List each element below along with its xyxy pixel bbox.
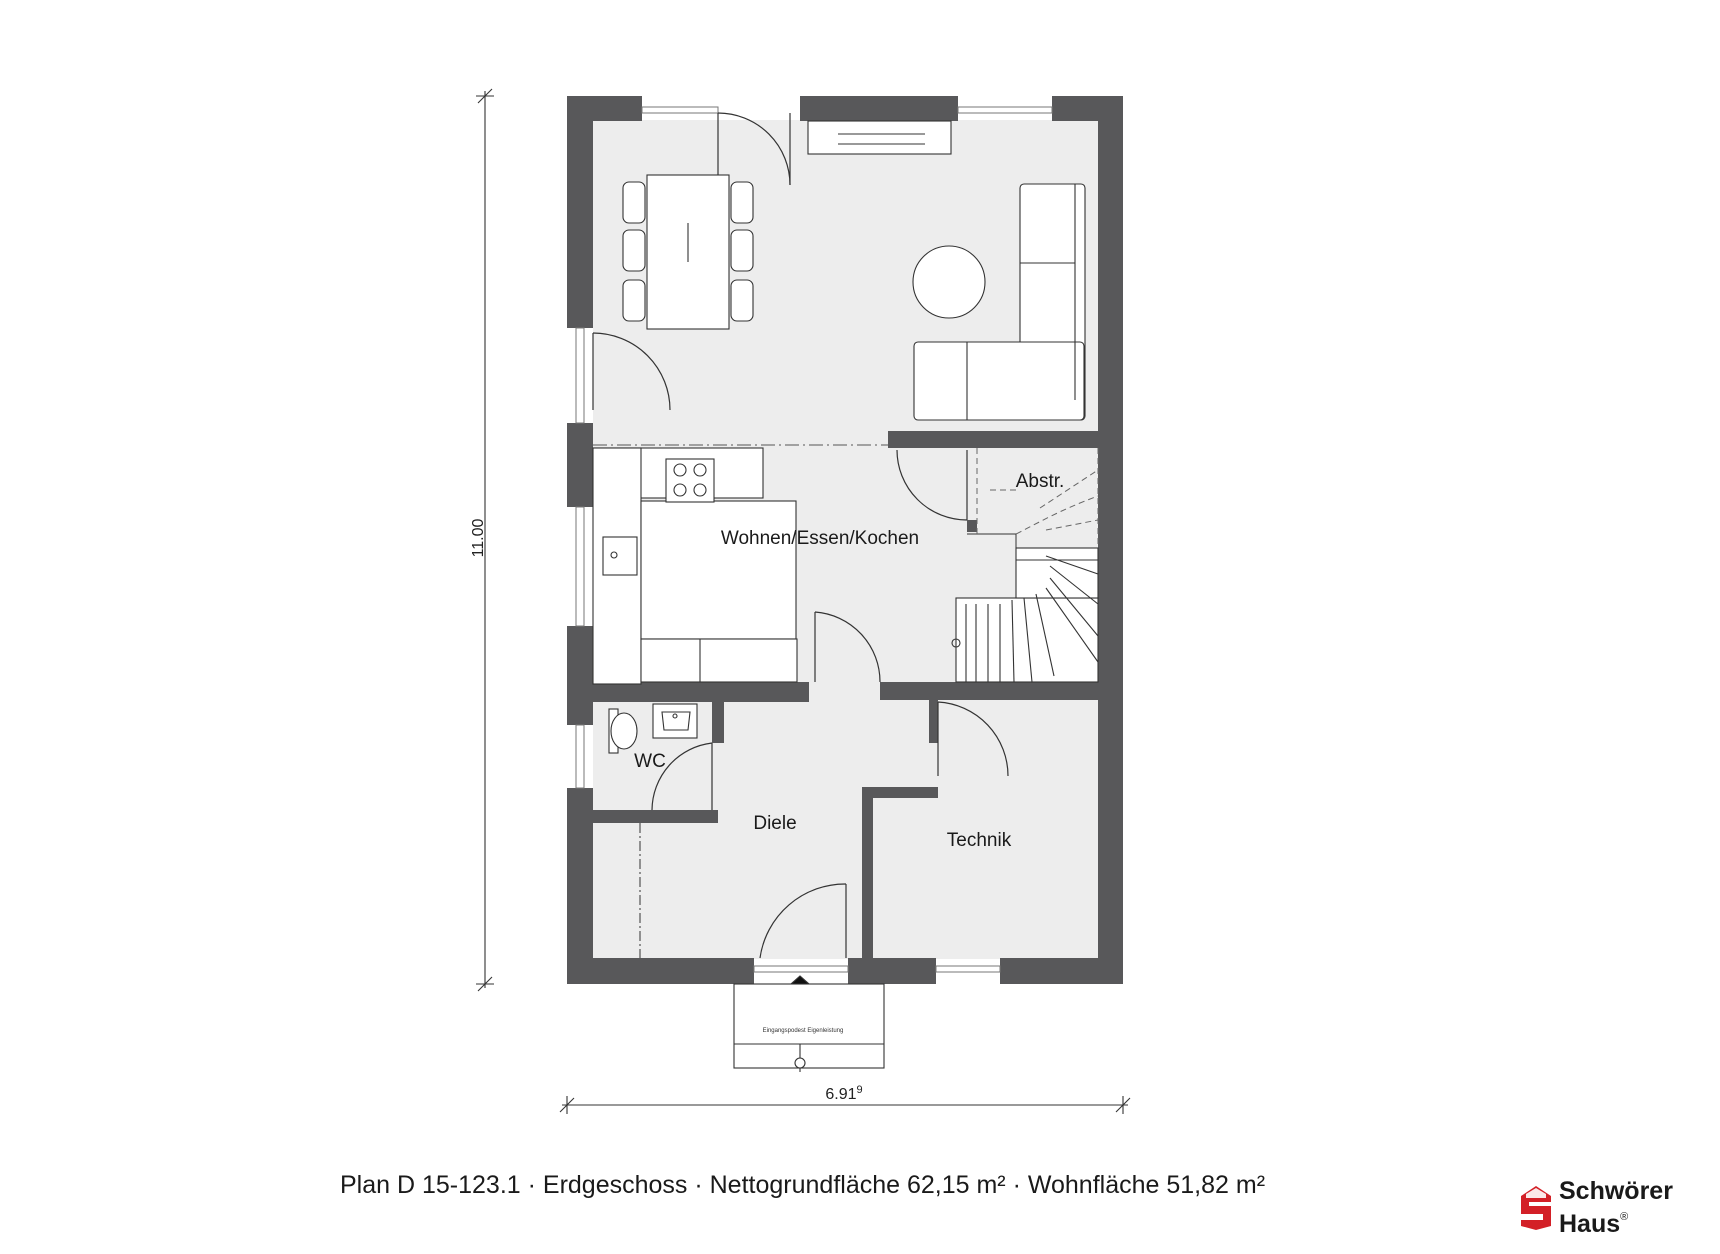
label-technik: Technik	[947, 830, 1012, 851]
label-storage: Abstr.	[1016, 471, 1065, 492]
coffee-table	[912, 245, 986, 319]
logo-line2-wrap: Haus®	[1559, 1204, 1673, 1237]
label-wc: WC	[634, 751, 666, 772]
dimension-width-label: 6.919	[825, 1084, 862, 1103]
staircase	[951, 533, 1099, 683]
dimension-width-main: 6.91	[825, 1086, 856, 1103]
kitchen-sink	[602, 536, 638, 576]
sideboard	[807, 120, 952, 155]
logo-mark: ®	[1620, 1211, 1629, 1223]
cooktop	[665, 458, 715, 503]
dimension-width	[559, 1096, 1131, 1114]
label-hall: Diele	[753, 813, 796, 834]
logo-mark-icon	[1521, 1186, 1551, 1230]
dimension-height-label: 11.00	[470, 518, 487, 557]
walls	[567, 96, 1123, 984]
logo-line1: Schwörer	[1559, 1177, 1673, 1205]
entrance-note: Eingangspodest Eigenleistung	[763, 1028, 844, 1034]
logo-line2: Haus	[1559, 1210, 1621, 1238]
sofa	[913, 183, 1086, 421]
staircase-upper-dashed	[976, 448, 1099, 548]
logo-text: Schwörer Haus®	[1559, 1178, 1673, 1237]
entrance-podium	[733, 975, 885, 1072]
dining-table	[622, 174, 754, 330]
wash-basin	[652, 703, 698, 739]
dimension-height	[476, 88, 494, 992]
plan-caption: Plan D 15-123.1 · Erdgeschoss · Nettogru…	[340, 1171, 1266, 1199]
doors	[592, 112, 1009, 959]
windows	[575, 106, 1053, 973]
dimension-width-sup: 9	[857, 1084, 863, 1096]
schwoerer-haus-logo: Schwörer Haus®	[1517, 1178, 1707, 1238]
label-living: Wohnen/Essen/Kochen	[721, 528, 919, 549]
toilet	[608, 708, 638, 754]
